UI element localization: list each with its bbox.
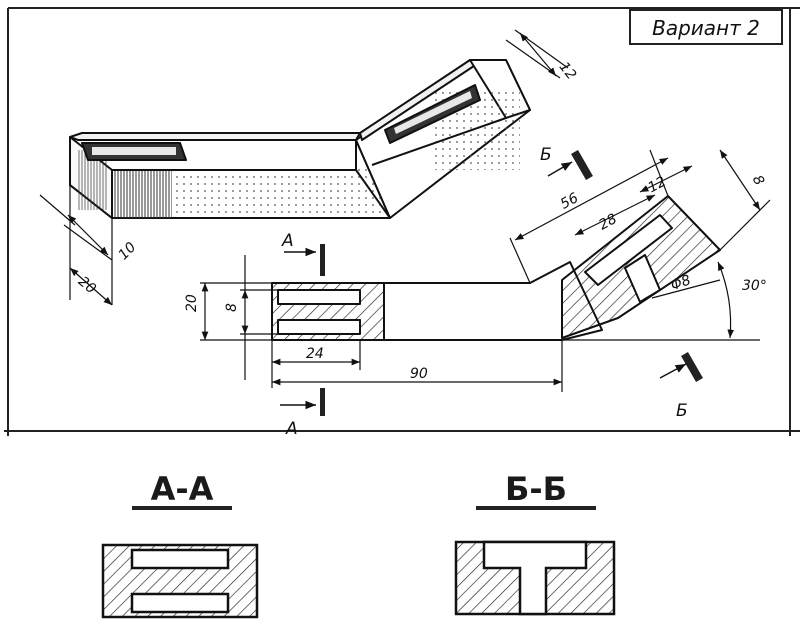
dim-angle-30: 30°: [742, 278, 767, 294]
section-aa-title: А-А: [151, 470, 214, 508]
section-bb: Б-Б: [454, 470, 616, 616]
dim-12-right: 12: [646, 174, 669, 197]
dim-20-front: 20: [184, 294, 200, 312]
section-marker-a-bottom: А: [280, 388, 325, 439]
dim-56: 56: [558, 190, 581, 213]
dim-12-top: 12: [556, 59, 580, 83]
section-marker-b-top: Б: [540, 145, 593, 180]
section-marker-a-bottom-letter: А: [285, 419, 298, 439]
dim-8-right: 8: [749, 173, 767, 189]
dim-24: 24: [306, 346, 324, 362]
dim-phi8: Φ8: [669, 272, 693, 294]
front-dimensions: [200, 149, 771, 392]
dim-20-left: 20: [75, 274, 99, 298]
dim-90: 90: [410, 366, 428, 382]
section-bb-title: Б-Б: [505, 470, 567, 508]
section-marker-b-top-letter: Б: [540, 145, 552, 165]
iso-dimensions: [39, 29, 569, 306]
variant-label: Вариант 2: [652, 16, 760, 40]
section-aa: А-А: [101, 470, 259, 619]
dim-8-front: 8: [224, 303, 240, 312]
isometric-view: [69, 59, 531, 219]
drawing-frame: [4, 7, 800, 436]
section-marker-b-bottom-letter: Б: [676, 401, 688, 421]
section-marker-a-top: А: [281, 231, 325, 276]
dim-28: 28: [596, 211, 619, 234]
variant-box: Вариант 2: [629, 9, 783, 45]
section-marker-b-bottom: Б: [659, 352, 703, 421]
dim-10: 10: [116, 239, 140, 263]
section-marker-a-top-letter: А: [281, 231, 294, 251]
